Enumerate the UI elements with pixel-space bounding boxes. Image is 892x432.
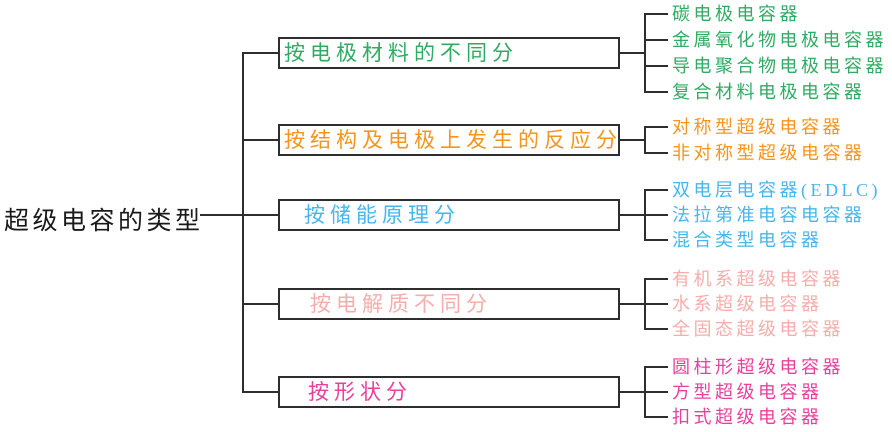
branch-connector [242, 214, 278, 216]
trunk-line [242, 52, 244, 393]
leaf-stub-line [644, 303, 668, 305]
leaf-stub-line [644, 214, 668, 216]
leaf-stub-line [644, 65, 668, 67]
leaf-stub-line [644, 391, 668, 393]
branch-box-storage-principle: 按储能原理分 [278, 199, 620, 231]
leaf-label: 金属氧化物电极电容器 [672, 30, 887, 50]
leaf-label: 方型超级电容器 [672, 382, 823, 402]
branch-connector [242, 52, 278, 54]
leaf-label: 圆柱形超级电容器 [672, 357, 844, 377]
leaf-stub-line [644, 126, 668, 128]
leaf-group-line [644, 13, 646, 93]
branch-box-structure-reaction: 按结构及电极上发生的反应分 [278, 124, 620, 156]
leaf-stub-line [644, 91, 668, 93]
branch-label: 按电极材料的不同分 [284, 41, 518, 65]
branch-label: 按储能原理分 [304, 203, 460, 227]
branch-connector [242, 139, 278, 141]
branch-label: 按形状分 [308, 380, 412, 404]
leaf-label: 法拉第准电容电容器 [672, 205, 866, 225]
branch-box-electrode-material: 按电极材料的不同分 [278, 37, 620, 69]
leaf-stub-line [644, 366, 668, 368]
box-to-leaves-line [620, 214, 646, 216]
root-label: 超级电容的类型 [4, 208, 204, 235]
leaf-label: 复合材料电极电容器 [672, 82, 866, 102]
leaf-stub-line [644, 239, 668, 241]
branch-box-electrolyte: 按电解质不同分 [278, 288, 620, 320]
leaf-stub-line [644, 189, 668, 191]
leaf-stub-line [644, 152, 668, 154]
box-to-leaves-line [620, 139, 646, 141]
branch-connector [242, 391, 278, 393]
leaf-label: 对称型超级电容器 [672, 117, 844, 137]
leaf-label: 非对称型超级电容器 [672, 143, 866, 163]
branch-label: 按结构及电极上发生的反应分 [284, 128, 622, 152]
leaf-label: 全固态超级电容器 [672, 319, 844, 339]
leaf-label: 碳电极电容器 [672, 4, 801, 24]
branch-box-shape: 按形状分 [278, 376, 620, 408]
leaf-group-line [644, 126, 646, 154]
leaf-label: 双电层电容器(EDLC) [672, 180, 881, 200]
leaf-label: 有机系超级电容器 [672, 269, 844, 289]
leaf-label: 混合类型电容器 [672, 230, 823, 250]
leaf-stub-line [644, 39, 668, 41]
branch-label: 按电解质不同分 [310, 292, 492, 316]
leaf-stub-line [644, 328, 668, 330]
leaf-stub-line [644, 278, 668, 280]
leaf-label: 导电聚合物电极电容器 [672, 56, 887, 76]
box-to-leaves-line [620, 303, 646, 305]
root-connector-line [200, 214, 244, 216]
box-to-leaves-line [620, 391, 646, 393]
leaf-stub-line [644, 416, 668, 418]
leaf-label: 水系超级电容器 [672, 294, 823, 314]
leaf-label: 扣式超级电容器 [672, 407, 823, 427]
box-to-leaves-line [620, 52, 646, 54]
leaf-stub-line [644, 13, 668, 15]
branch-connector [242, 303, 278, 305]
